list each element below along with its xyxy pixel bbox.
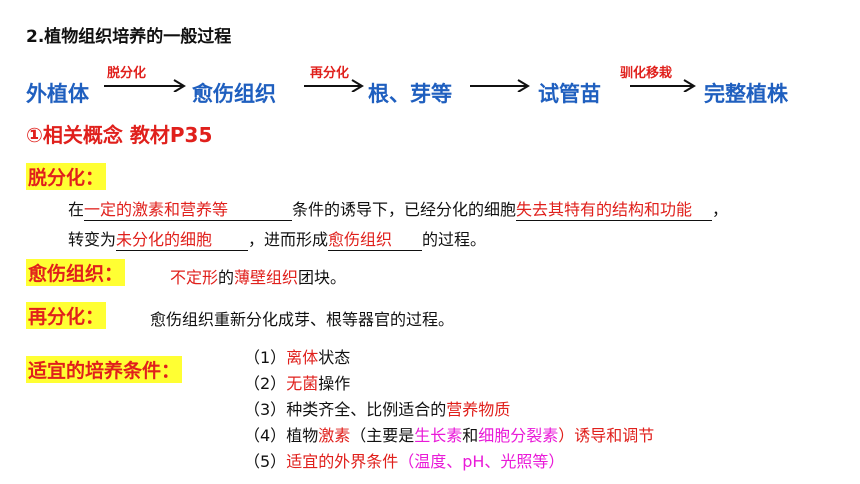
text-segment: 不定形 bbox=[170, 268, 219, 287]
text-segment: （温度、pH、光照等） bbox=[398, 452, 565, 471]
condition-item-2: （2）无菌操作 bbox=[244, 370, 350, 394]
flow-arrow-4 bbox=[630, 76, 698, 92]
text-segment: 生长素 bbox=[414, 426, 463, 445]
flow-step-label-dedifferentiation: 脱分化 bbox=[107, 66, 147, 81]
flow-node-whole-plant: 完整植株 bbox=[704, 82, 788, 106]
slide-title: 2.植物组织培养的一般过程 bbox=[26, 27, 232, 47]
text-segment: 薄壁组织 bbox=[234, 268, 299, 287]
item-number: （4） bbox=[244, 426, 287, 445]
text-segment: 适宜的外界条件 bbox=[286, 452, 399, 471]
text-segment: 离体 bbox=[286, 348, 319, 367]
flow-node-callus: 愈伤组织 bbox=[192, 82, 276, 106]
condition-item-1: （1）离体状态 bbox=[244, 344, 350, 368]
concept-heading: ①相关概念 教材P35 bbox=[26, 123, 213, 147]
text-segment: ）诱导和调节 bbox=[558, 426, 655, 445]
text-segment: 转变为 bbox=[68, 230, 117, 249]
label-dedifferentiation: 脱分化： bbox=[26, 163, 107, 190]
text-segment: 营养物质 bbox=[446, 400, 511, 419]
text-segment: ，进而形成 bbox=[248, 230, 329, 249]
text-segment: 状态 bbox=[318, 348, 351, 367]
callus-definition: 不定形的薄壁组织团块。 bbox=[170, 264, 346, 288]
text-segment: 植物 bbox=[286, 426, 319, 445]
text-segment: ， bbox=[712, 200, 729, 219]
blank-lose-structure-function: 失去其特有的结构和功能 bbox=[516, 196, 713, 221]
text-segment: （主要是 bbox=[350, 426, 415, 445]
item-number: （2） bbox=[244, 374, 287, 393]
text-segment: 细胞分裂素 bbox=[478, 426, 559, 445]
item-number: （5） bbox=[244, 452, 287, 471]
flow-node-explant: 外植体 bbox=[26, 82, 89, 106]
flow-step-label-redifferentiation: 再分化 bbox=[310, 66, 350, 81]
text-segment: 和 bbox=[462, 426, 479, 445]
text-segment: 操作 bbox=[318, 374, 351, 393]
item-number: （1） bbox=[244, 348, 287, 367]
text-segment: 的 bbox=[218, 268, 235, 287]
dedifferentiation-line-1: 在一定的激素和营养等条件的诱导下，已经分化的细胞失去其特有的结构和功能， bbox=[68, 196, 728, 221]
text-segment: 激素 bbox=[318, 426, 351, 445]
blank-callus: 愈伤组织 bbox=[328, 226, 423, 251]
redifferentiation-definition: 愈伤组织重新分化成芽、根等器官的过程。 bbox=[150, 310, 455, 329]
text-segment: 种类齐全、比例适合的 bbox=[286, 400, 447, 419]
text-segment: 无菌 bbox=[286, 374, 319, 393]
text-segment: 条件的诱导下，已经分化的细胞 bbox=[292, 200, 517, 219]
flow-arrow-2 bbox=[304, 76, 366, 92]
flow-node-roots-shoots: 根、芽等 bbox=[368, 82, 452, 106]
item-number: （3） bbox=[244, 400, 287, 419]
text-segment: 的过程。 bbox=[422, 230, 487, 249]
flow-arrow-3 bbox=[470, 76, 532, 92]
label-callus: 愈伤组织： bbox=[26, 259, 126, 286]
flow-step-label-acclimatization: 驯化移栽 bbox=[620, 66, 673, 81]
dedifferentiation-line-2: 转变为未分化的细胞，进而形成愈伤组织的过程。 bbox=[68, 226, 486, 251]
text-segment: 在 bbox=[68, 200, 85, 219]
condition-item-3: （3）种类齐全、比例适合的营养物质 bbox=[244, 396, 510, 420]
condition-item-4: （4）植物激素（主要是生长素和细胞分裂素）诱导和调节 bbox=[244, 422, 654, 446]
condition-item-5: （5）适宜的外界条件（温度、pH、光照等） bbox=[244, 448, 564, 472]
text-segment: 团块。 bbox=[298, 268, 347, 287]
blank-hormones-nutrients: 一定的激素和营养等 bbox=[84, 196, 293, 221]
flow-arrow-1 bbox=[104, 76, 188, 92]
label-redifferentiation: 再分化： bbox=[26, 302, 107, 329]
label-culture-conditions: 适宜的培养条件： bbox=[26, 356, 183, 383]
flow-node-test-tube-seedling: 试管苗 bbox=[538, 82, 601, 106]
blank-undifferentiated-cells: 未分化的细胞 bbox=[116, 226, 249, 251]
